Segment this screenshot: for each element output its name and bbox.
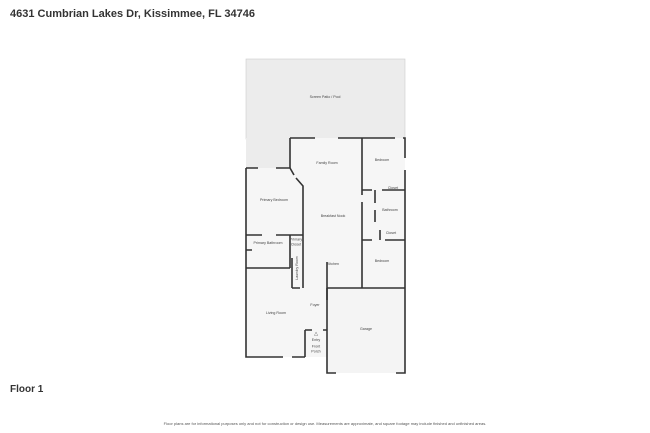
room-bathroom: Bathroom	[382, 207, 398, 212]
room-living-room: Living Room	[266, 310, 286, 315]
room-garage: Garage	[360, 326, 372, 331]
room-screen-patio: Screen Patio / Pool	[309, 94, 341, 99]
garage-floor	[327, 288, 405, 373]
room-primary-bedroom: Primary Bedroom	[260, 197, 288, 202]
walls	[245, 137, 406, 374]
room-foyer: Foyer	[310, 302, 320, 307]
room-front-porch: Front Porch	[311, 344, 321, 354]
left-patio-strip	[246, 138, 290, 168]
room-family-room: Family Room	[316, 160, 338, 165]
room-kitchen: Kitchen	[327, 261, 339, 266]
entry-arrow-icon: △	[314, 330, 318, 337]
property-address: 4631 Cumbrian Lakes Dr, Kissimmee, FL 34…	[10, 8, 255, 20]
room-closet-1: Closet	[387, 185, 399, 190]
patio-area	[245, 58, 406, 140]
room-laundry: Laundry Room	[294, 256, 299, 280]
room-bedroom-1: Bedroom	[374, 157, 390, 162]
west-floor	[246, 168, 327, 357]
room-bedroom-2: Bedroom	[374, 258, 390, 263]
floor-label: Floor 1	[10, 384, 44, 395]
room-closet-2: Closet	[385, 230, 397, 235]
disclaimer: Floor plans are for informational purpos…	[163, 421, 487, 426]
room-breakfast-nook: Breakfast Nook	[320, 213, 346, 218]
room-primary-bathroom: Primary Bathroom	[253, 240, 283, 245]
room-entry: Entry	[311, 337, 321, 342]
room-primary-closet: Primary Closet	[289, 237, 303, 247]
